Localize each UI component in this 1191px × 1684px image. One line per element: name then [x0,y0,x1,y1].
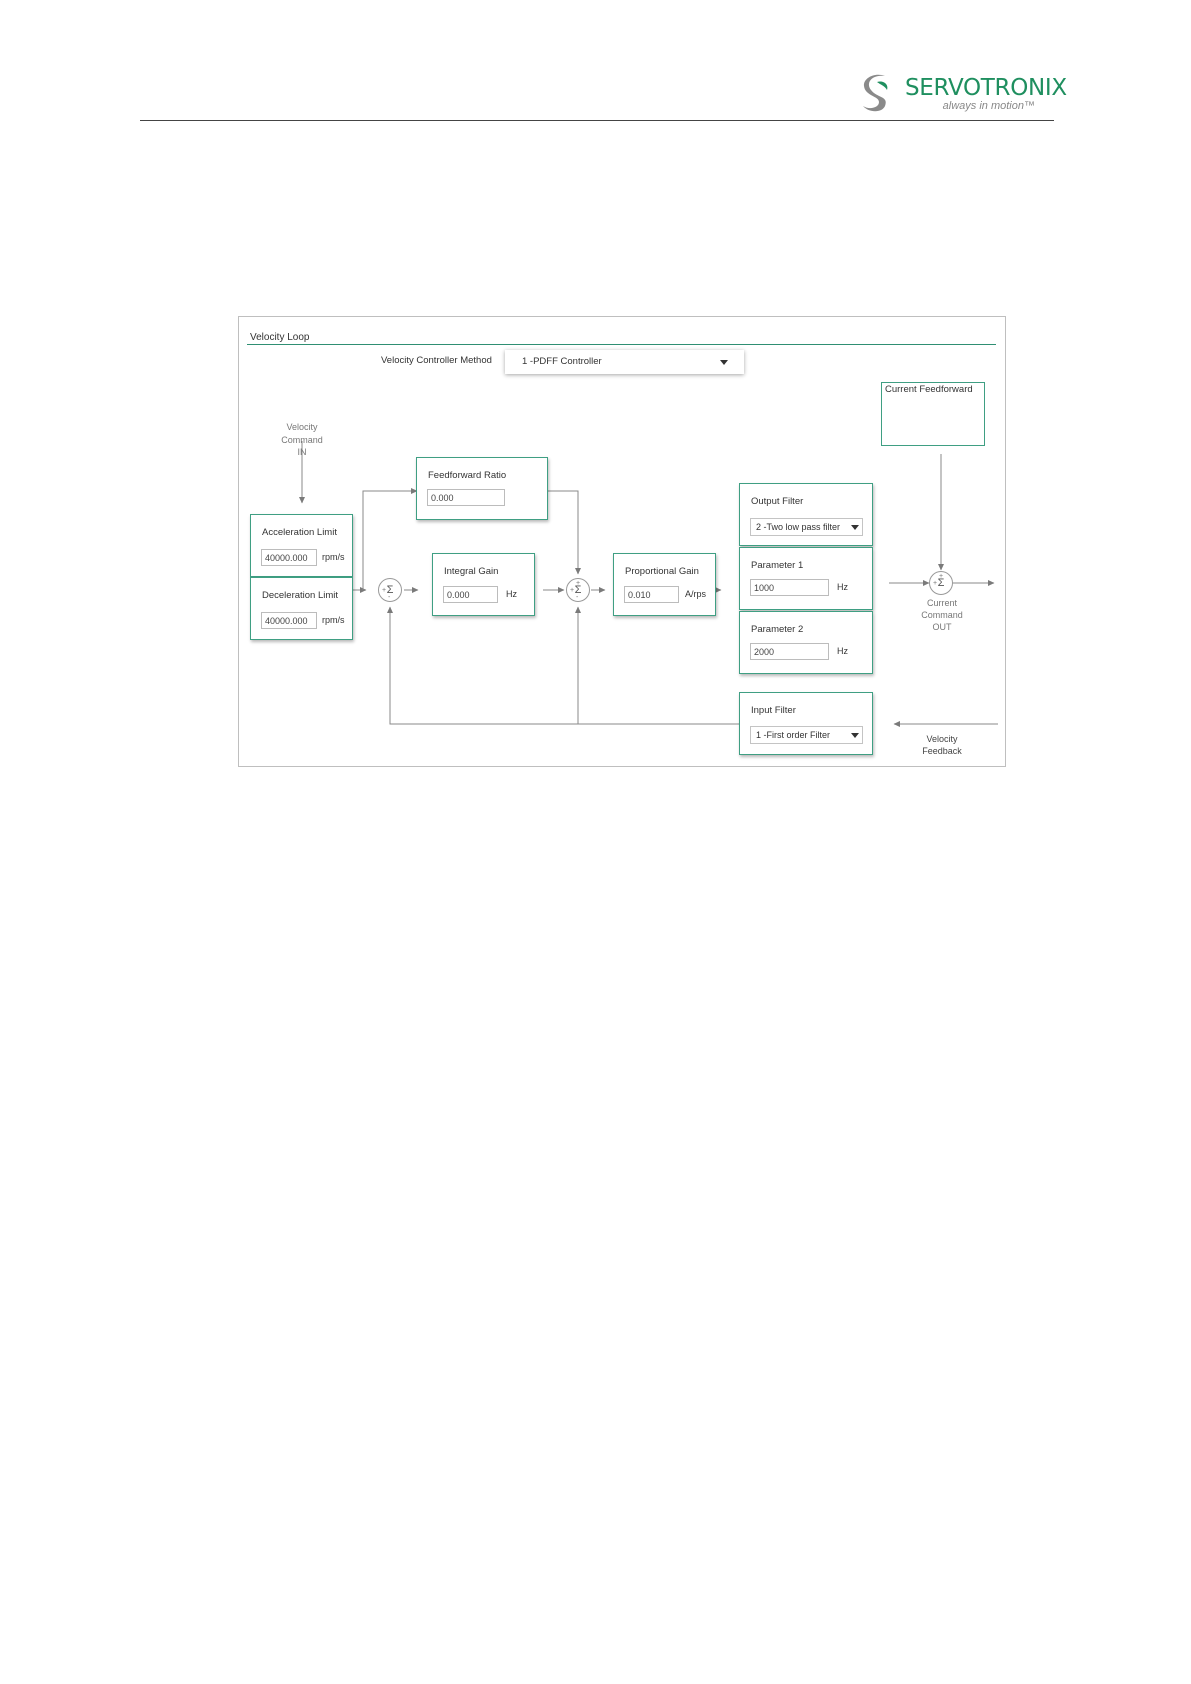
input-filter-select[interactable]: 1 -First order Filter [750,726,863,744]
sum-symbol: Σ [574,584,582,596]
deceleration-limit-title: Deceleration Limit [262,590,339,601]
acceleration-limit-input[interactable]: 40000.000 [261,549,317,566]
summing-junction-3: Σ + + [929,571,953,595]
velocity-command-in-line3: IN [297,447,307,457]
velocity-command-in-line2: Command [281,434,323,445]
acceleration-limit-unit: rpm/s [322,552,345,562]
sum3-left-sign: + [933,580,938,587]
parameter-2-title: Parameter 2 [751,624,804,635]
velocity-command-in-line1: Velocity [286,422,318,432]
parameter-2-input[interactable]: 2000 [750,643,829,660]
integral-gain-title: Integral Gain [444,566,499,577]
controller-method-select[interactable]: 1 -PDFF Controller [505,350,744,374]
sum2-left-sign: + [570,587,575,594]
input-filter-value: 1 -First order Filter [756,730,831,740]
current-feedforward-title: Current Feedforward [885,384,973,395]
parameter-1-input[interactable]: 1000 [750,579,829,596]
deceleration-limit-unit: rpm/s [322,615,345,625]
current-command-out-line3: OUT [932,622,952,632]
chevron-down-icon [851,733,859,738]
sum2-bottom-sign: - [576,594,579,601]
current-command-out-line1: Current [926,598,957,608]
velocity-feedback-line1: Velocity [926,734,958,744]
chevron-down-icon [720,360,728,365]
current-command-out-line2: Command [921,610,963,620]
deceleration-limit-block: Deceleration Limit 40000.000 rpm/s [250,577,353,640]
proportional-gain-input[interactable]: 0.010 [624,586,679,603]
feedforward-ratio-input[interactable]: 0.000 [427,489,505,506]
brand-tagline: always in motion™ [942,100,1035,112]
proportional-gain-title: Proportional Gain [625,566,699,577]
servotronix-logo: SERVOTRONIX always in motion™ [855,72,1067,116]
parameter-1-unit: Hz [837,582,848,592]
controller-method-label: Velocity Controller Method [381,355,492,366]
brand-name: SERVOTRONIX [905,75,1067,101]
sum1-bottom-sign: - [388,594,391,601]
output-filter-value: 2 -Two low pass filter [756,522,841,532]
output-filter-block: Output Filter 2 -Two low pass filter [739,483,873,546]
output-filter-select[interactable]: 2 -Two low pass filter [750,518,863,536]
panel-title: Velocity Loop [250,332,310,343]
input-filter-title: Input Filter [751,705,796,716]
velocity-feedback-line2: Feedback [922,746,962,756]
velocity-loop-panel: Velocity Loop Velocity Controller Method [238,316,1006,767]
parameter-1-title: Parameter 1 [751,560,804,571]
panel-title-divider [247,344,996,345]
current-feedforward-block: Current Feedforward [881,382,985,446]
output-filter-title: Output Filter [751,496,804,507]
parameter-1-block: Parameter 1 1000 Hz [739,547,873,610]
integral-gain-input[interactable]: 0.000 [443,586,498,603]
sum-symbol: Σ [937,577,945,589]
input-filter-block: Input Filter 1 -First order Filter [739,692,873,755]
sum1-left-sign: + [382,587,387,594]
parameter-2-unit: Hz [837,646,848,656]
summing-junction-1: Σ + - [378,578,402,602]
feedforward-ratio-block: Feedforward Ratio 0.000 [416,457,548,520]
deceleration-limit-input[interactable]: 40000.000 [261,612,317,629]
feedforward-ratio-title: Feedforward Ratio [428,470,507,481]
parameter-2-block: Parameter 2 2000 Hz [739,611,873,674]
controller-method-value: 1 -PDFF Controller [522,356,602,367]
sum-symbol: Σ [386,584,394,596]
acceleration-limit-block: Acceleration Limit 40000.000 rpm/s [250,514,353,577]
proportional-gain-block: Proportional Gain 0.010 A/rps [613,553,716,616]
proportional-gain-unit: A/rps [685,589,707,599]
velocity-command-in-label: Velocity Command IN [277,421,327,459]
summing-junction-2: Σ + + - [566,578,590,602]
acceleration-limit-title: Acceleration Limit [262,527,337,538]
integral-gain-unit: Hz [506,589,517,599]
integral-gain-block: Integral Gain 0.000 Hz [432,553,535,616]
sum3-top-sign: + [939,573,944,580]
chevron-down-icon [851,525,859,530]
servotronix-swirl-icon [863,74,888,112]
current-command-out-label: Current Command OUT [911,597,973,633]
sum2-top-sign: + [576,580,581,587]
signal-wires [299,441,998,727]
velocity-feedback-label: Velocity Feedback [911,733,973,757]
header-rule [140,120,1054,121]
